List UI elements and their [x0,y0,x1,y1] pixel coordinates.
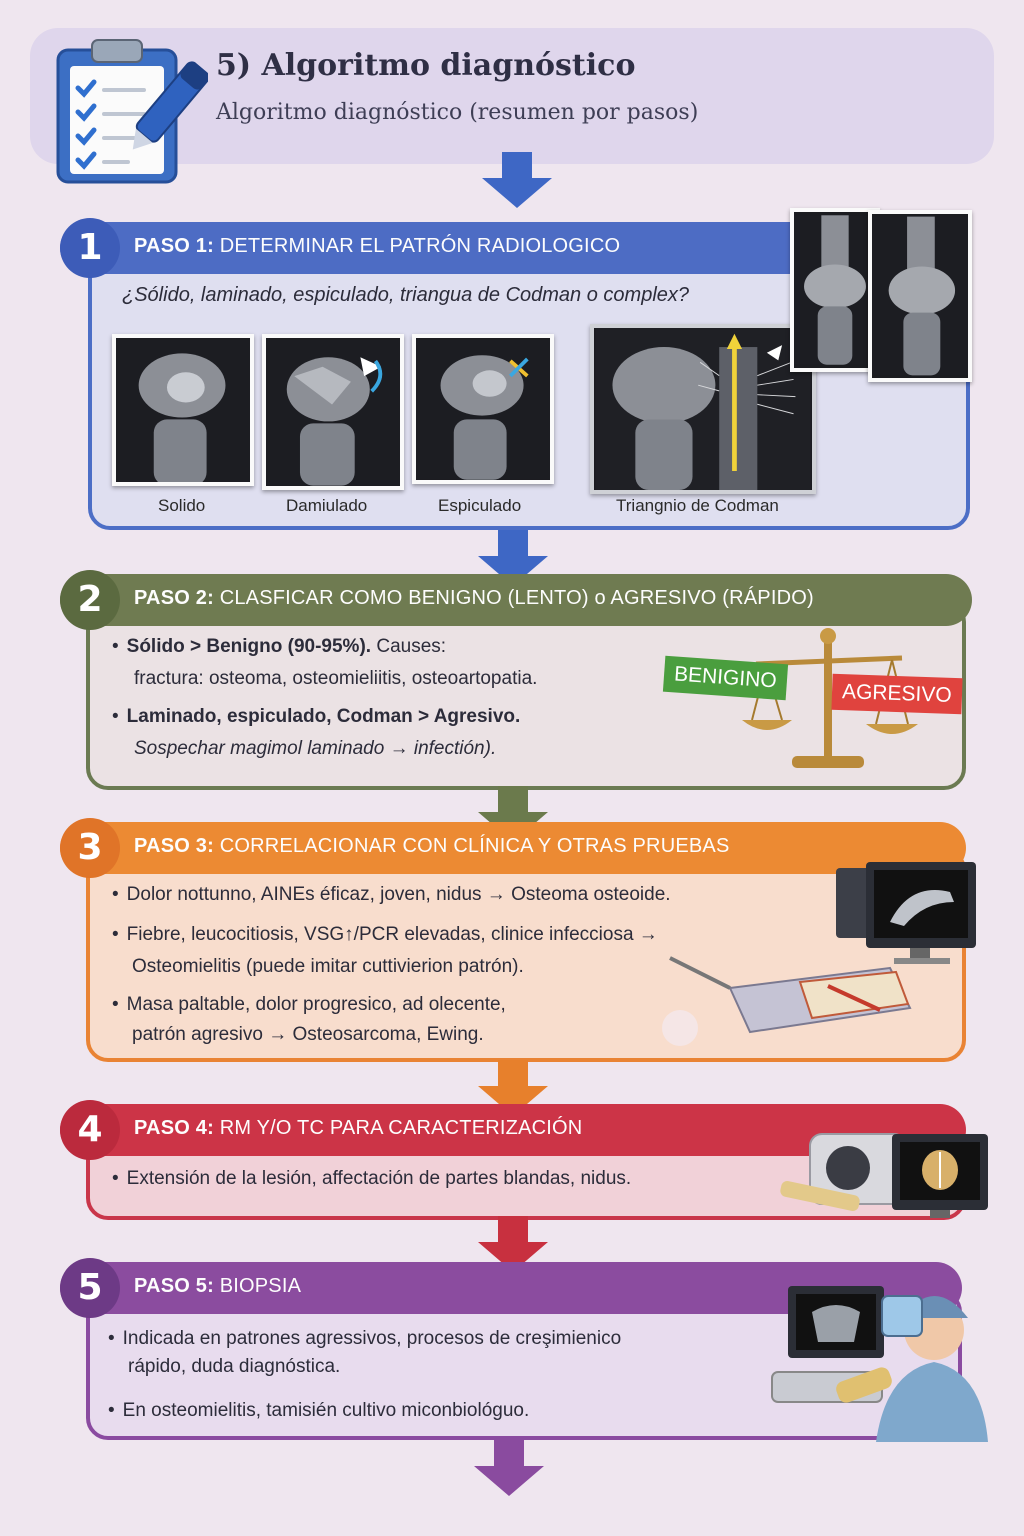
down-arrow-icon [482,152,552,208]
ultrasound-probe-icon [662,956,912,1046]
step-3-line-2: Fiebre, leucocitiosis, VSG↑/PCR elevadas… [112,924,658,946]
step-3-line-1: Dolor nottunno, AINEs éficaz, joven, nid… [112,884,671,906]
down-arrow-icon [478,1060,548,1116]
step-1-question: ¿Sólido, laminado, espiculado, triangua … [122,284,690,306]
step-2-line-1: Sólido > Benigno (90-95%). Causes: [112,636,446,658]
step-2-label: PASO 2: [134,587,214,609]
step-3-header: PASO 3: CORRELACIONAR CON CLÍNICA Y OTRA… [60,822,966,874]
monitor-xray-icon [836,862,976,964]
step-3-line-3: Osteomielitis (puede imitar cuttivierion… [132,956,524,977]
step-3-line-5: patrón agresivo → Osteosarcoma, Ewing. [132,1024,484,1045]
xray-laminated-image [262,334,404,490]
step-5-number: 5 [60,1258,120,1318]
step-1-title: DETERMINAR EL PATRÓN RADIOLOGICO [213,235,621,257]
aggressive-tag: AGRESIVO [831,673,963,715]
xray-codman-triangle-image [590,324,816,494]
clipboard-checklist-icon [56,39,208,184]
page-title: 5) Algoritmo diagnóstico [216,48,636,83]
step-1-header: PASO 1: DETERMINAR EL PATRÓN RADIOLOGICO [60,222,820,274]
step-2-header: PASO 2: CLASFICAR COMO BENIGNO (LENTO) o… [60,574,972,626]
step-2-title: CLASFICAR COMO BENIGNO (LENTO) o AGRESIV… [213,587,814,609]
page-subtitle: Algoritmo diagnóstico (resumen por pasos… [216,100,699,125]
step-4-label: PASO 4: [134,1117,214,1139]
step-4-title: RM Y/O TC PARA CARACTERIZACIÓN [213,1117,583,1139]
step-3-label: PASO 3: [134,835,214,857]
down-arrow-icon [478,530,548,586]
step-5-line-1: Indicada en patrones agressivos, proceso… [108,1328,622,1350]
step-1-number: 1 [60,218,120,278]
step-2-line-2: fractura: osteoma, osteomieliitis, osteo… [134,668,538,689]
step-5-line-2: rápido, duda diagnóstica. [128,1356,341,1377]
mri-scanner-icon [780,1133,988,1218]
header-banner: 5) Algoritmo diagnóstico Algoritmo diagn… [30,28,994,184]
xray-knee-side-image [868,210,972,382]
down-arrow-icon [478,1216,548,1272]
step-3-line-4: Masa paltable, dolor progresico, ad olec… [112,994,506,1016]
down-arrow-icon [478,786,548,842]
step-2-line-4: Sospechar magimol laminado → infectión). [134,738,497,759]
step-3-title: CORRELACIONAR CON CLÍNICA Y OTRAS PRUEBA… [213,835,730,857]
xray-solid-image [112,334,254,486]
xray-label-spiculated: Espiculado [438,496,522,515]
step-1-label: PASO 1: [134,235,214,257]
step-4-line-1: Extensión de la lesión, affectación de p… [112,1168,632,1190]
step-5-title: BIOPSIA [213,1275,302,1297]
xray-spiculated-image [412,334,554,484]
step-2-number: 2 [60,570,120,630]
step-2-line-3: Laminado, espiculado, Codman > Agresivo. [112,706,521,728]
step-4-number: 4 [60,1100,120,1160]
xray-knee-front-image [790,208,880,372]
step-5-line-3: En osteomielitis, tamisién cultivo micon… [108,1400,530,1422]
xray-label-laminated: Damiulado [286,496,368,515]
step-5-label: PASO 5: [134,1275,214,1297]
step-3-number: 3 [60,818,120,878]
step-4-header: PASO 4: RM Y/O TC PARA CARACTERIZACIÓN [60,1104,966,1156]
down-arrow-icon [474,1440,544,1496]
xray-label-solid: Solido [158,496,206,515]
xray-label-codman: Triangnio de Codman [616,496,779,515]
doctor-biopsy-icon [771,1286,988,1442]
